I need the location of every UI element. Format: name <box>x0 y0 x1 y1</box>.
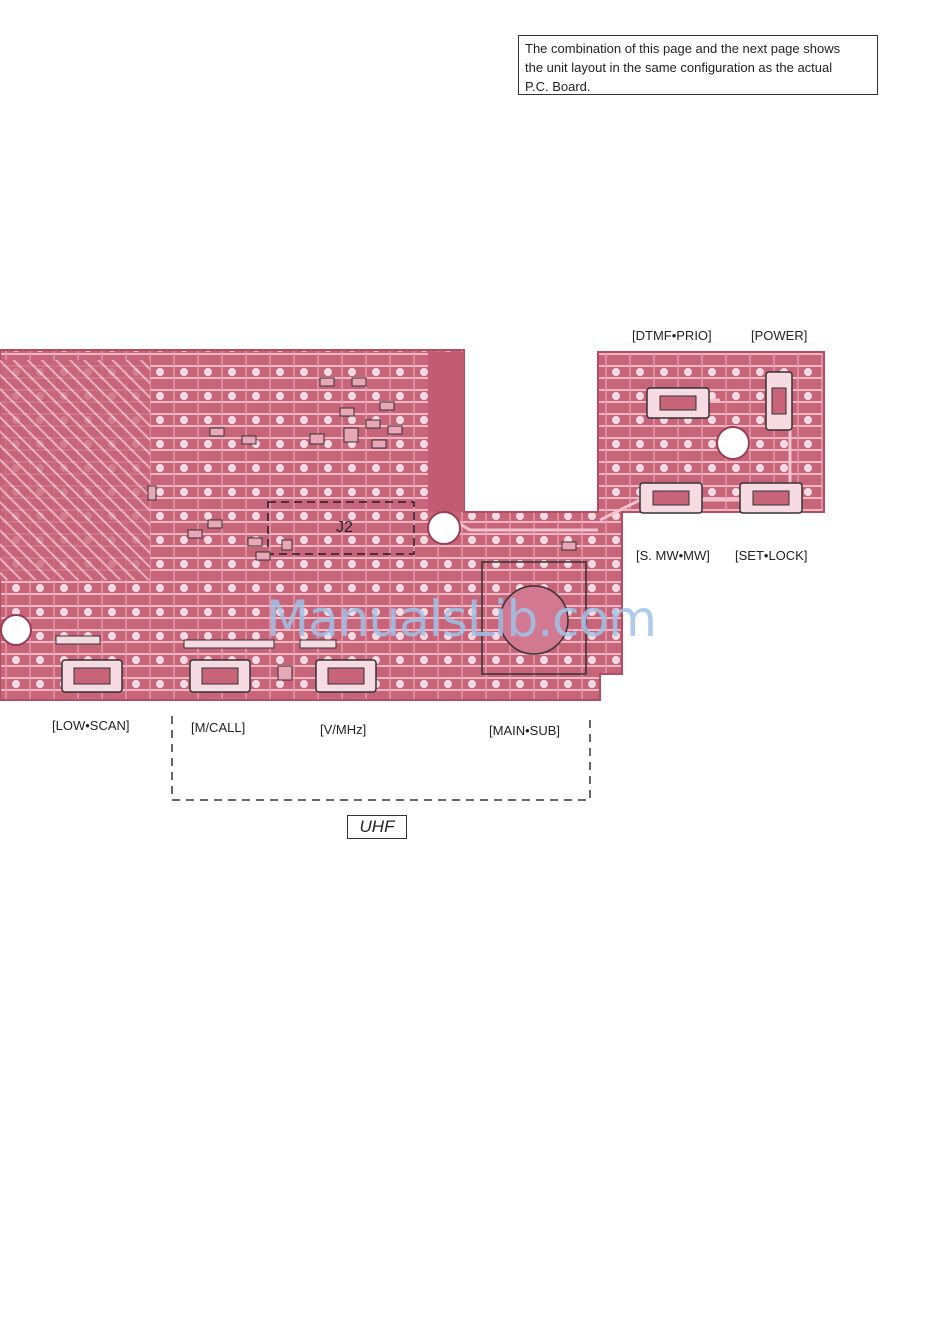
switch-m-call <box>190 660 250 692</box>
switch-dtmf-prio <box>647 388 709 418</box>
label-dtmf-prio: [DTMF•PRIO] <box>632 328 712 343</box>
watermark: ManualsLib.com <box>266 590 656 648</box>
label-set-lock: [SET•LOCK] <box>735 548 807 563</box>
switch-v-mhz <box>316 660 376 692</box>
switch-power <box>766 372 792 430</box>
label-s-mw-mw: [S. MW•MW] <box>636 548 710 563</box>
switch-low-scan <box>62 660 122 692</box>
switch-s-mw-mw <box>640 483 702 513</box>
mount-hole-center <box>428 512 460 544</box>
j2-label: J2 <box>336 519 353 536</box>
connector-strip-mid <box>184 640 274 648</box>
shield-region <box>428 352 464 512</box>
label-main-sub: [MAIN•SUB] <box>489 723 560 738</box>
mount-hole-left <box>1 615 31 645</box>
uhf-label: UHF <box>347 815 407 839</box>
mount-hole-right <box>717 427 749 459</box>
label-v-mhz: [V/MHz] <box>320 722 366 737</box>
label-low-scan: [LOW•SCAN] <box>52 718 130 733</box>
ic-region <box>0 360 150 580</box>
label-power: [POWER] <box>751 328 807 343</box>
label-m-call: [M/CALL] <box>191 720 245 735</box>
connector-strip-left <box>56 636 100 644</box>
switch-set-lock <box>740 483 802 513</box>
